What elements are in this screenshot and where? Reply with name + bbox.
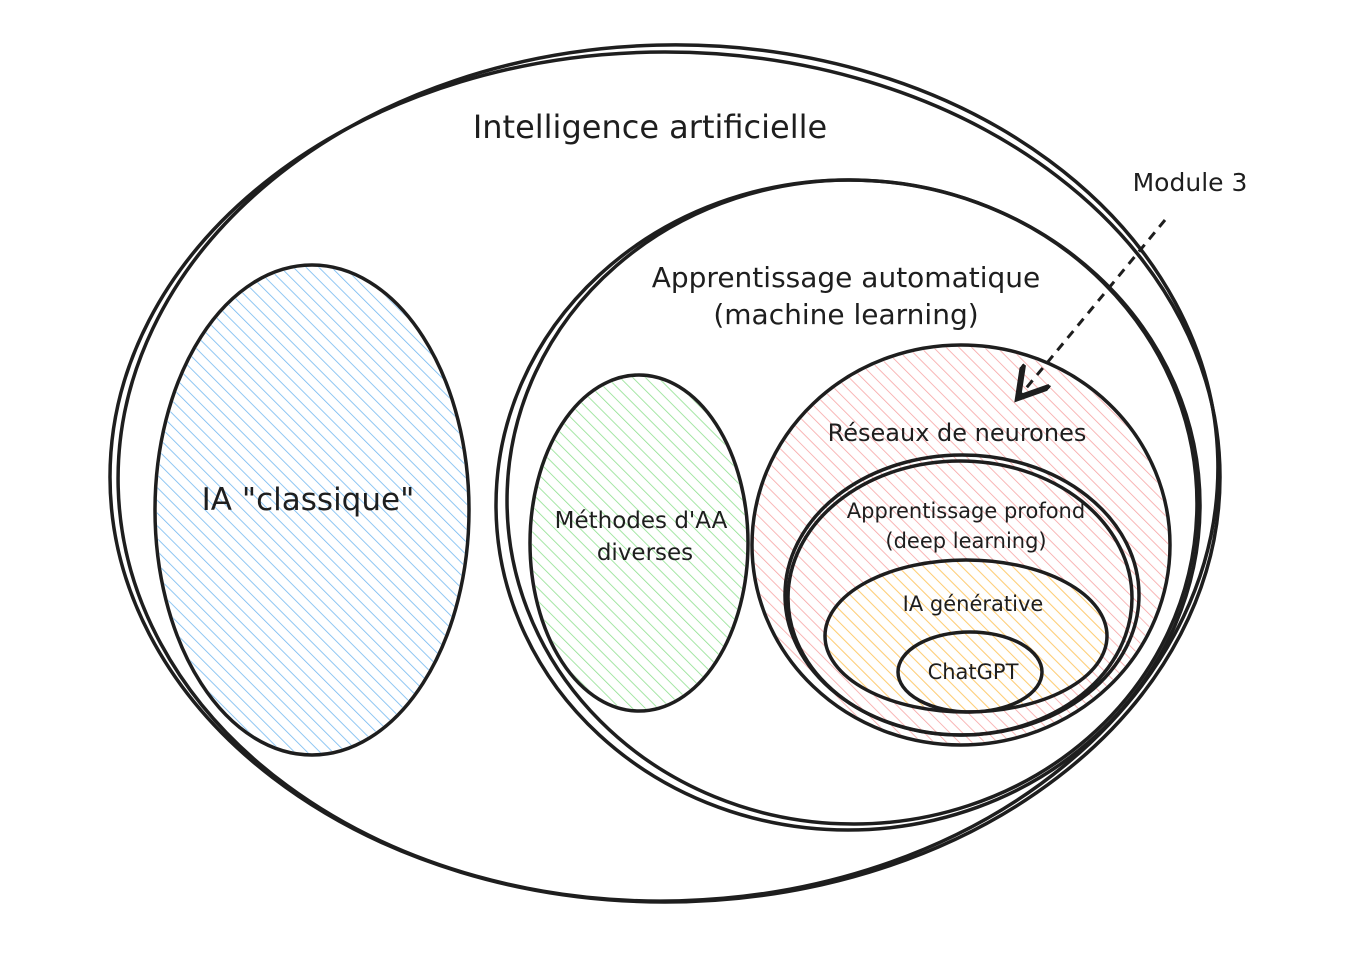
classic-ai-label: IA "classique": [202, 482, 415, 518]
module-3-annotation: Module 3: [1133, 168, 1248, 197]
ml-label-line1: Apprentissage automatique: [652, 261, 1041, 294]
deep-learning-line2: (deep learning): [885, 529, 1046, 553]
machine-learning-ellipse: [494, 178, 1202, 832]
neural-networks-label: Réseaux de neurones: [828, 419, 1087, 447]
deep-learning-line1: Apprentissage profond: [847, 499, 1085, 523]
ml-methods-line2: diverses: [597, 540, 693, 566]
deep-learning-ellipse: [783, 453, 1141, 737]
classic-ai-ellipse: [153, 263, 471, 757]
ai-ellipse: [108, 43, 1222, 904]
ml-methods-ellipse: [528, 373, 750, 713]
ml-methods-line1: Méthodes d'AA: [555, 508, 728, 534]
chatgpt-ellipse: [896, 630, 1044, 714]
ml-label-line2: (machine learning): [713, 298, 978, 331]
chatgpt-label: ChatGPT: [928, 660, 1019, 684]
generative-ai-label: IA générative: [903, 592, 1044, 616]
generative-ai-ellipse: [823, 558, 1109, 714]
dashed-arrow-icon: [1018, 219, 1167, 398]
ai-label: Intelligence artificielle: [473, 108, 827, 146]
